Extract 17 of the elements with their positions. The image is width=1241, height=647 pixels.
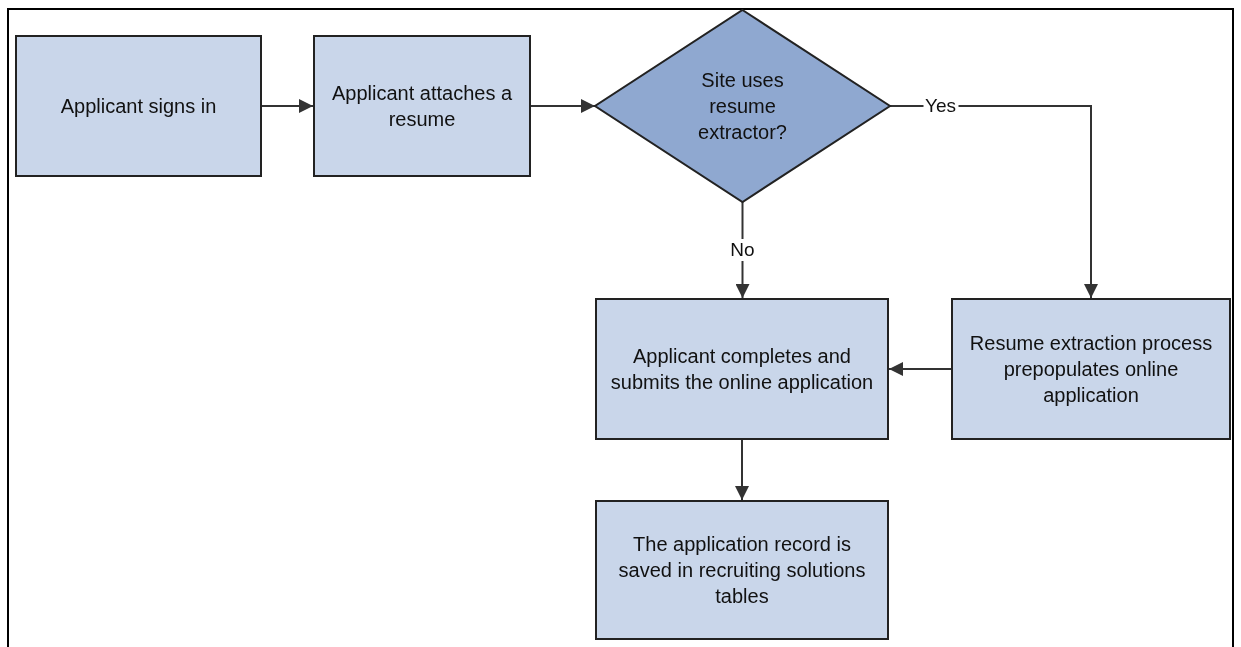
- arrow: [888, 362, 952, 376]
- arrow: [889, 105, 1098, 299]
- arrow: [735, 439, 749, 501]
- box-text: Applicant signs in: [60, 94, 217, 119]
- box-text: Resume extraction process prepopulates online application: [968, 331, 1214, 408]
- edge-label: No: [728, 239, 757, 261]
- process-box: [595, 298, 889, 440]
- process-box: [15, 35, 262, 177]
- arrow: [530, 99, 596, 113]
- arrow: [261, 99, 314, 113]
- box-text: The application record is saved in recruiting solutions tables: [617, 532, 867, 609]
- box-text: Applicant attaches a resume: [330, 81, 514, 132]
- box-text: Site uses resume extractor?: [697, 68, 788, 145]
- process-box: [313, 35, 531, 177]
- box-text: Applicant completes and submits the online application: [609, 344, 875, 395]
- process-box: [595, 500, 889, 640]
- process-box: [951, 298, 1231, 440]
